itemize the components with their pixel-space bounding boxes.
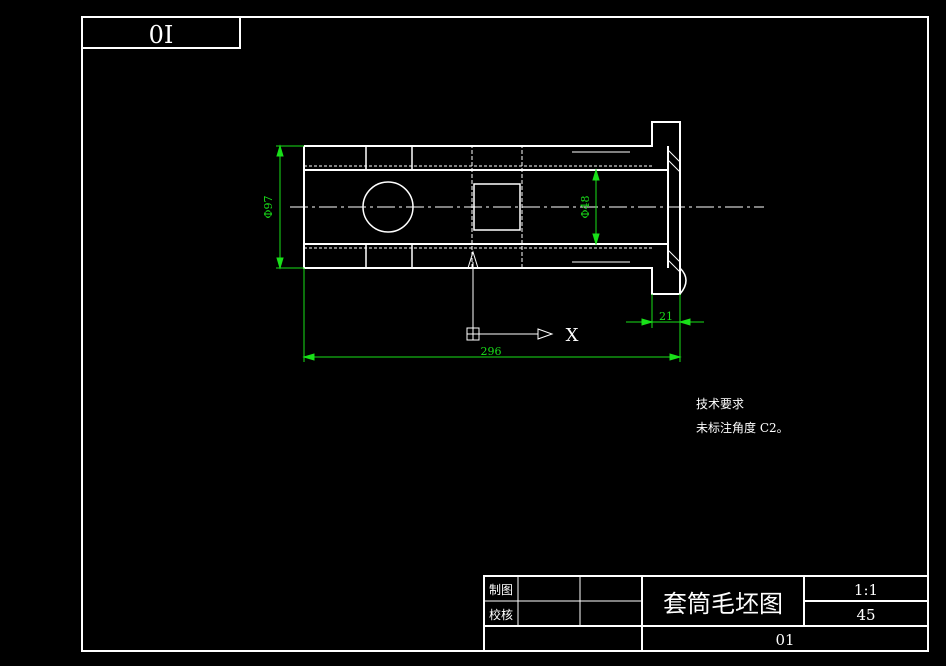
title-block: [483, 575, 929, 652]
dimension-lines: [276, 144, 704, 362]
dim-bore-diameter: Φ48: [579, 195, 592, 218]
sheet-code-box: [81, 16, 241, 49]
part-outline: [303, 121, 687, 295]
drawn-by-label: 制图: [489, 583, 513, 597]
ucs-icon: [466, 250, 554, 341]
dim-total-length: 296: [481, 345, 502, 358]
tech-requirements-note: 未标注角度 C2。: [696, 420, 789, 435]
material-value: 45: [856, 606, 875, 624]
tech-requirements-heading: 技术要求: [696, 397, 744, 411]
dim-outer-diameter: Φ97: [262, 195, 275, 218]
sheet-code: I0: [149, 19, 174, 47]
checked-by-label: 校核: [489, 607, 513, 622]
drawing-number: 01: [775, 631, 794, 649]
ucs-x-label: X: [566, 325, 579, 346]
part-title: 套筒毛坯图: [663, 590, 783, 618]
scale-value: 1:1: [854, 581, 878, 599]
dim-flange-width: 21: [659, 310, 673, 323]
